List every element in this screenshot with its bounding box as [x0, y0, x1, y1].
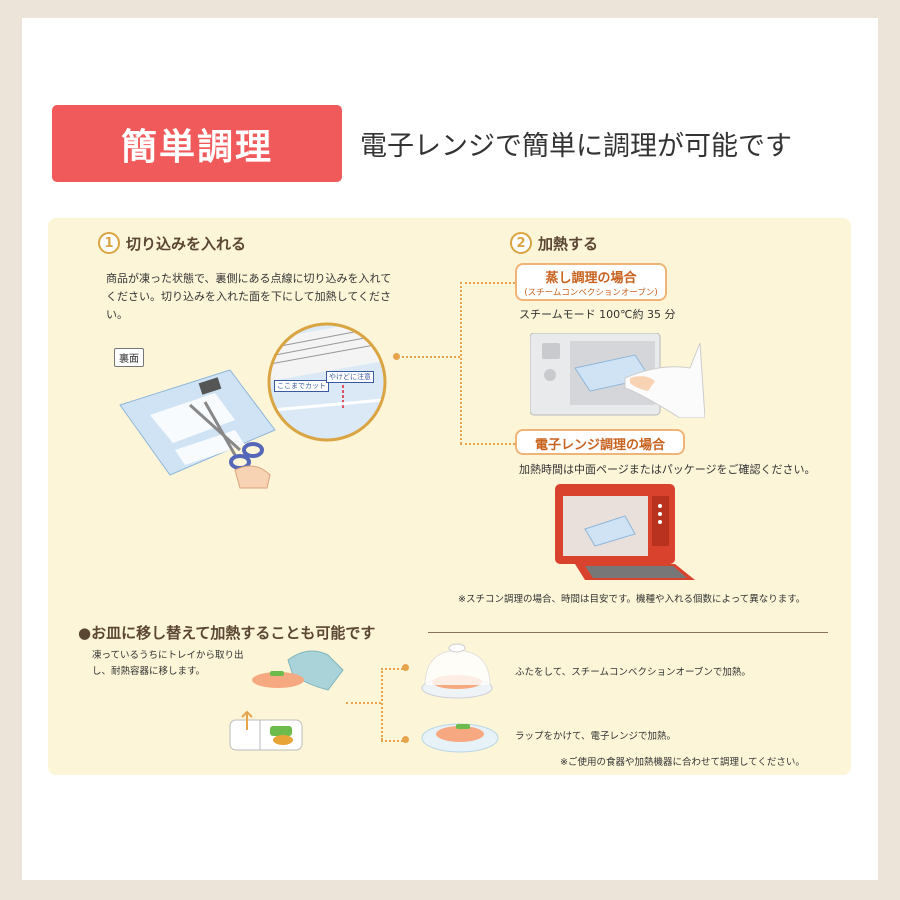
back-label: 裏面	[114, 348, 144, 367]
section-rule	[428, 632, 828, 633]
connector-line	[381, 668, 383, 740]
headline: 電子レンジで簡単に調理が可能です	[360, 131, 792, 162]
transfer-text: 凍っているうちにトレイから取り出し、耐熱容器に移します。	[92, 650, 244, 677]
package-tab-label: やけどに注意	[326, 371, 374, 383]
gloved-hand-illustration	[252, 650, 344, 691]
wrapped-plate-illustration	[421, 723, 499, 753]
step-1-title: 切り込みを入れる	[126, 234, 247, 253]
connector-dot	[402, 736, 409, 743]
connector-line	[460, 282, 462, 444]
transfer-option-2: ラップをかけて、電子レンジで加熱。	[515, 731, 677, 742]
steam-label-text: 蒸し調理の場合	[545, 271, 637, 286]
steam-desc: スチームモード 100℃約 35 分	[519, 308, 676, 321]
steam-oven-illustration	[530, 333, 705, 418]
transfer-note: ※ご使用の食器や加熱機器に合わせて調理してください。	[560, 757, 805, 768]
step-2-heading: 2 加熱する	[510, 232, 598, 254]
connector-line	[460, 443, 515, 445]
transfer-title: ●お皿に移し替えて加熱することも可能です	[78, 624, 376, 642]
microwave-illustration	[555, 484, 695, 580]
tray-illustration	[229, 710, 303, 751]
connector-line	[381, 740, 403, 742]
microwave-desc: 加熱時間は中面ページまたはパッケージをご確認ください。	[519, 463, 816, 476]
connector-line	[460, 282, 515, 284]
connector-line	[381, 668, 403, 670]
feature-tag: 簡単調理	[52, 105, 342, 182]
connector-dot	[393, 353, 400, 360]
step-1-text: 商品が凍った状態で、裏側にある点線に切り込みを入れてください。切り込みを入れた面…	[106, 272, 392, 321]
step-2-note: ※スチコン調理の場合、時間は目安です。機種や入れる個数によって異なります。	[458, 594, 806, 605]
step-2-title: 加熱する	[538, 234, 599, 253]
package-cut-label: ここまでカット	[274, 380, 329, 392]
connector-line	[346, 702, 381, 704]
microwave-label: 電子レンジ調理の場合	[515, 429, 685, 455]
covered-plate-illustration	[421, 643, 493, 699]
step-1-heading: 1 切り込みを入れる	[98, 232, 246, 254]
transfer-option-1: ふたをして、スチームコンベクションオーブンで加熱。	[515, 667, 751, 678]
scissors-hand-illustration	[188, 401, 271, 489]
steam-label: 蒸し調理の場合 (スチームコンベクションオーブン)	[515, 263, 667, 301]
connector-line	[402, 356, 460, 358]
steam-label-sub: (スチームコンベクションオーブン)	[524, 288, 658, 298]
package-illustration	[119, 369, 276, 476]
step-1-number: 1	[98, 232, 120, 254]
step-2-number: 2	[510, 232, 532, 254]
connector-dot	[402, 664, 409, 671]
